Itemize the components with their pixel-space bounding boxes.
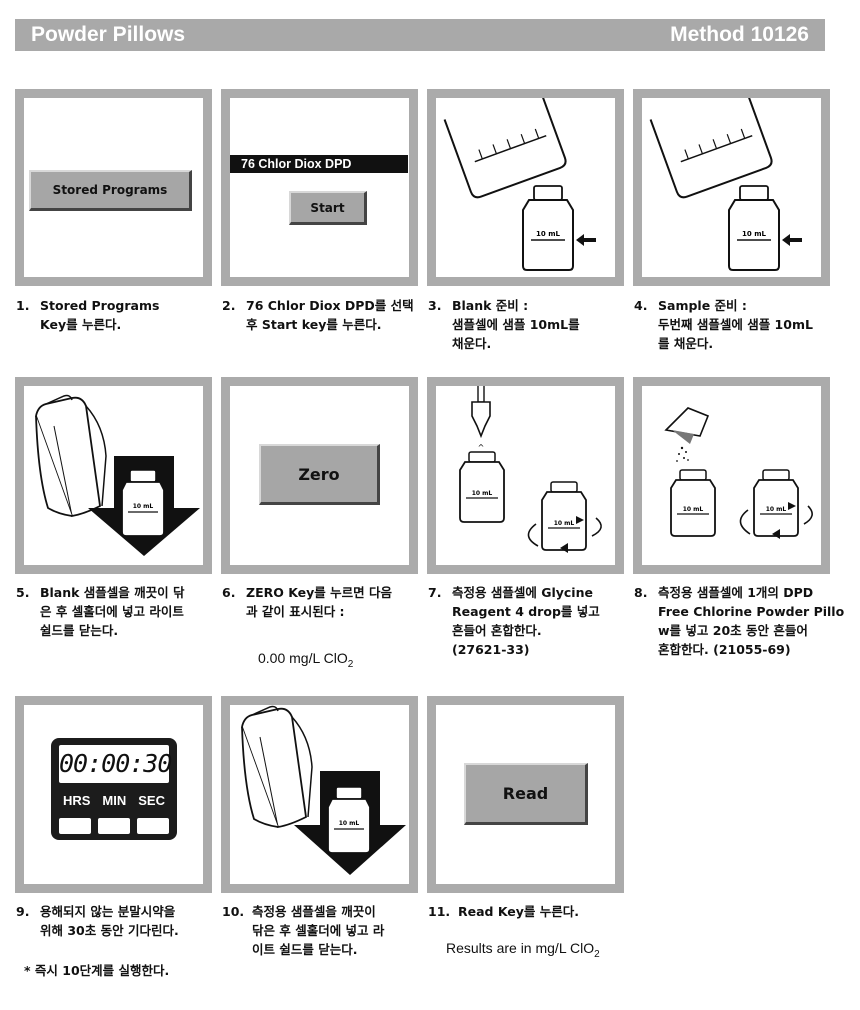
tissue-icon [241,705,313,829]
step-number: 6. [222,585,236,600]
powder-pillow-illustration: 10 mL 10 mL [664,407,813,539]
vial-label: 10 mL [683,506,704,513]
minutes-key[interactable] [98,818,130,834]
vial-label: 10 mL [536,230,560,238]
step-text: Read Key를 누른다. [458,904,580,919]
reagent-drop-illustration: ^ 10 mL 10 mL [459,386,602,553]
hours-key[interactable] [59,818,91,834]
swirl-cell-icon [739,469,813,539]
zero-button[interactable]: Zero [259,444,380,505]
step-number: 9. [16,904,30,919]
step-text: Blank 샘플셀을 깨끗이 닦 은 후 셀홀더에 넣고 라이트 쉴드를 닫는다… [40,585,185,638]
zero-result-display: 0.00 mg/L ClO2 [258,650,353,670]
sample-cell-icon [121,469,165,537]
arrow-left-icon [782,234,802,246]
step-text: Stored Programs Key를 누른다. [40,298,160,332]
step-text: 측정용 샘플셀을 깨끗이 닦은 후 셀홀더에 넣고 라 이트 쉴드를 닫는다. [252,904,385,957]
step-number: 1. [16,298,30,313]
sample-cell-icon [670,469,716,537]
step-text: 측정용 샘플셀에 1개의 DPD Free Chlorine Powder Pi… [658,585,845,657]
seconds-key[interactable] [137,818,169,834]
step-9-note: * 즉시 10단계를 실행한다. [24,961,169,980]
sample-cell-icon [728,185,780,271]
svg-text:^: ^ [478,443,485,452]
step-number: 7. [428,585,442,600]
timer-units: HRS MIN SEC [51,793,177,808]
step-8-panel: 10 mL 10 mL [633,377,830,574]
vial-label: 10 mL [472,490,493,497]
vial-label: 10 mL [554,520,575,527]
step-5-panel: 10 mL [15,377,212,574]
dropper-icon: ^ [471,386,491,452]
program-name-bar: 76 Chlor Diox DPD [230,155,408,173]
read-result-display: Results are in mg/L ClO2 [446,940,600,960]
start-button[interactable]: Start [289,191,367,225]
sample-cell-icon [459,451,505,523]
step-10-panel: 10 mL [221,696,418,893]
step-4-panel: 10 mL [633,89,830,286]
step-number: 3. [428,298,442,313]
step-1-panel: Stored Programs [15,89,212,286]
vial-label: 10 mL [133,503,154,510]
zero-result-subscript: 2 [347,658,354,670]
vial-label: 10 mL [339,820,360,827]
step-number: 8. [634,585,648,600]
step-text: Blank 준비 : 샘플셀에 샘플 10mL를 채운다. [452,298,580,351]
tissue-icon [35,394,107,518]
sample-cell-icon [522,185,574,271]
step-text: 용해되지 않는 분말시약을 위해 30초 동안 기다린다. [40,904,179,938]
swirl-cell-icon [527,481,602,553]
beaker-icon [649,98,773,199]
wipe-cell-illustration: 10 mL [241,705,406,875]
seconds-label: SEC [138,793,165,808]
vial-label: 10 mL [766,506,787,513]
step-text: 76 Chlor Diox DPD를 선택 후 Start key를 누른다. [246,298,414,332]
minutes-label: MIN [102,793,127,808]
header-title: Powder Pillows [31,23,186,46]
read-result-subscript: 2 [594,948,600,960]
timer-display: 00:00:30 HRS MIN SEC [51,738,177,840]
arrow-left-icon [576,234,596,246]
step-number: 11. [428,904,451,919]
method-number: Method 10126 [670,23,809,46]
step-3-panel: 10 mL [427,89,624,286]
read-result-text: Results are in mg/L ClO [446,940,595,956]
step-text: 측정용 샘플셀에 Glycine Reagent 4 drop를 넣고 흔들어 … [452,585,600,657]
step-9-note-text: * 즉시 10단계를 실행한다. [24,963,170,978]
wipe-cell-illustration: 10 mL [35,394,200,556]
step-7-panel: ^ 10 mL 10 mL [427,377,624,574]
step-11-panel: Read [427,696,624,893]
step-6-panel: Zero [221,377,418,574]
step-number: 10. [222,904,245,919]
hours-label: HRS [62,793,91,808]
beaker-icon [443,98,567,199]
vial-label: 10 mL [742,230,766,238]
step-number: 4. [634,298,648,313]
step-9-panel: 00:00:30 HRS MIN SEC [15,696,212,893]
zero-result-text: 0.00 mg/L ClO [258,650,348,666]
read-button[interactable]: Read [464,763,588,825]
beaker-pour-illustration: 10 mL [443,98,596,271]
method-header: Powder Pillows Method 10126 [15,19,825,51]
step-number: 5. [16,585,30,600]
powder-pillow-icon [664,407,710,462]
beaker-pour-illustration: 10 mL [649,98,802,271]
step-text: ZERO Key를 누르면 다음 과 같이 표시된다 : [246,585,393,619]
step-number: 2. [222,298,236,313]
sample-cell-icon [327,786,371,854]
timer-readout: 00:00:30 [59,745,172,783]
step-text: Sample 준비 : 두번째 샘플셀에 샘플 10mL 를 채운다. [658,298,813,351]
step-2-panel: 76 Chlor Diox DPD Start [221,89,418,286]
stored-programs-button[interactable]: Stored Programs [29,170,192,211]
